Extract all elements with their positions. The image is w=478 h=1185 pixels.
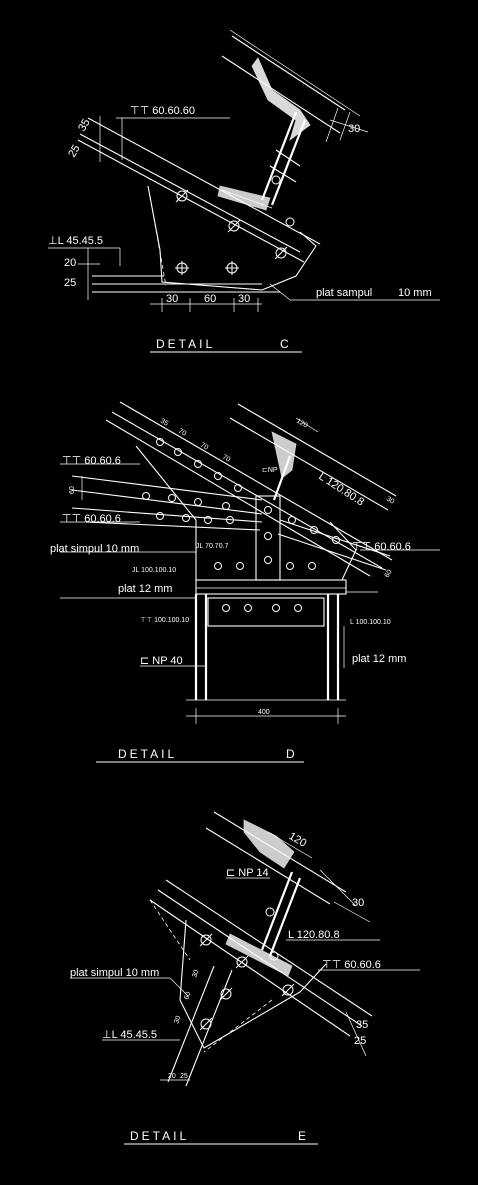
d-plat-simpul-label: plat simpul 10 mm [50, 543, 139, 555]
e-dim-60: 60 [183, 991, 192, 1001]
e-dim-25: 25 [354, 1035, 366, 1047]
d-dim-120: 120 [295, 418, 309, 430]
d-detail-title: DETAIL [118, 747, 177, 761]
c-dim-20: 20 [64, 257, 76, 269]
d-cnp-40-label: ⊏ NP 40 [140, 655, 183, 667]
d-tee-2-label: ⊤⊤ 60.60.6 [62, 513, 121, 525]
c-dim-30a: 30 [166, 293, 178, 305]
d-angle-70-label: JL 70.70.7 [196, 543, 229, 550]
d-angle-r-100-label: L 100.100.10 [350, 619, 391, 626]
c-dim-30b: 30 [238, 293, 250, 305]
e-cnp-14-label: ⊏ NP 14 [226, 867, 269, 879]
d-tee-right-label: ⊤⊤ 60.60.6 [352, 541, 411, 553]
d-dim-60: 60 [69, 486, 76, 494]
detail-d: ⊤⊤ 60.60.6 ⊤⊤ 60.60.6 ⊤⊤ 60.60.6 plat si… [50, 401, 440, 763]
c-detail-letter: C [280, 337, 292, 351]
d-dim-70c: 70 [221, 454, 231, 464]
d-dim-60b: 60 [384, 569, 394, 579]
e-dim-120: 120 [287, 830, 309, 850]
e-detail-letter: E [298, 1129, 309, 1143]
d-tee-1-label: ⊤⊤ 60.60.6 [62, 455, 121, 467]
d-plat-12-left-label: plat 12 mm [118, 583, 172, 595]
d-dim-35: 35 [159, 418, 169, 428]
c-tee-top-label: ⊤⊤ 60.60.60 [130, 105, 195, 117]
c-detail-title: DETAIL [156, 337, 215, 351]
e-dim-30: 30 [352, 897, 364, 909]
d-dim-400: 400 [258, 709, 270, 716]
d-angle-100-label: JL 100.100.10 [132, 567, 176, 574]
e-dim-20: 20 [168, 1073, 176, 1080]
d-tee-100-label: ⊤⊤ 100.100.10 [140, 617, 189, 624]
c-plat-sampul-thk: 10 mm [398, 287, 432, 299]
c-plat-sampul-label: plat sampul [316, 287, 372, 299]
e-tee-label: ⊤⊤ 60.60.6 [322, 959, 381, 971]
d-cnp-top-label: ⊏NP [262, 467, 278, 474]
detail-c: ⊤⊤ 60.60.60 ⊥L 45.45.5 plat sampul 10 mm… [48, 29, 440, 353]
d-angle-120-label: L 120.80.8 [316, 470, 366, 508]
e-angle-45-label: ⊥L 45.45.5 [102, 1029, 157, 1041]
c-dim-30c: 30 [348, 123, 360, 135]
c-angle-left-label: ⊥L 45.45.5 [48, 235, 103, 247]
detail-e: ⊏ NP 14 L 120.80.8 ⊤⊤ 60.60.6 plat simpu… [70, 811, 420, 1145]
e-dim-30c: 30 [191, 969, 200, 979]
e-dim-35: 35 [356, 1019, 368, 1031]
e-dim-25b: 25 [180, 1073, 188, 1080]
e-detail-title: DETAIL [130, 1129, 189, 1143]
d-detail-letter: D [286, 747, 298, 761]
e-angle-120-label: L 120.80.8 [288, 929, 340, 941]
c-dim-60: 60 [204, 293, 216, 305]
e-dim-30b: 30 [173, 1015, 182, 1025]
c-dim-35: 35 [76, 117, 93, 134]
c-dim-25a: 25 [66, 143, 83, 160]
c-dim-25b: 25 [64, 277, 76, 289]
d-dim-70a: 70 [177, 428, 187, 438]
d-dim-70b: 70 [199, 442, 209, 452]
d-dim-30: 30 [385, 496, 395, 506]
e-plat-simpul-label: plat simpul 10 mm [70, 967, 159, 979]
d-plat-12-right-label: plat 12 mm [352, 653, 406, 665]
